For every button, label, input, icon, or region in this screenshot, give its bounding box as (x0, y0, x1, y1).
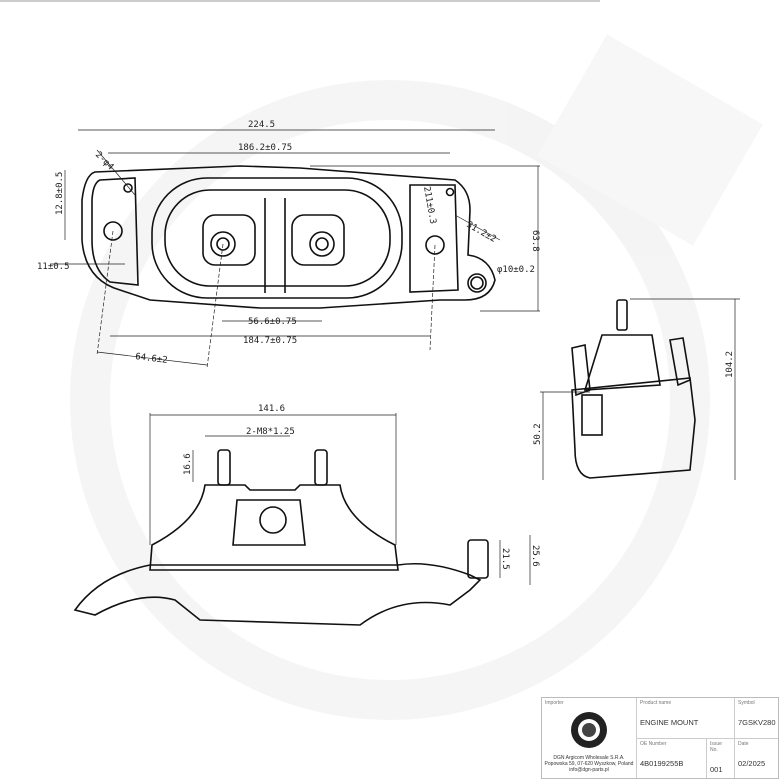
dim-overall-length: 224.5 (248, 120, 275, 130)
dim-body-width: 141.6 (258, 404, 285, 414)
company-logo (571, 712, 607, 748)
issue-value: 001 (710, 765, 723, 774)
importer-address-line: DGN Argicom Wholesale S.R.A. (553, 755, 625, 761)
side-view: 104.2 50.2 (533, 298, 740, 480)
dim-right-hole-offset: 211±0.3 (421, 186, 437, 225)
dim-pin-thread-len: 21.5 (500, 548, 510, 570)
dim-outer-hole-spacing: 184.7±0.75 (243, 336, 297, 346)
watermark-logo (70, 34, 763, 720)
dim-stud-height: 16.6 (183, 453, 193, 475)
dim-small-holes: 2-φ4 (93, 150, 115, 172)
dim-diagonal: 64.6±2 (135, 352, 168, 366)
front-view: 141.6 2-M8*1.25 16.6 21.5 25.6 (73, 404, 540, 626)
dim-stud-spacing: 56.6±0.75 (248, 317, 297, 327)
dim-pin-diameter: φ10±0.2 (497, 265, 535, 275)
dim-side-height: 50.2 (533, 423, 543, 445)
symbol-label: Symbol (738, 700, 755, 706)
title-block: Importer DGN Argicom Wholesale S.R.A. Po… (541, 697, 779, 779)
oe-label: OE Number (640, 741, 667, 747)
product-label: Product name (640, 700, 672, 706)
dim-total-height: 104.2 (725, 351, 735, 378)
date-value: 02/2025 (738, 759, 766, 768)
dim-pin-length: 25.6 (530, 545, 540, 567)
dim-overall-width: 63.8 (530, 230, 540, 252)
oe-number: 4B0199255B (640, 759, 684, 768)
dim-left-hole-horizontal: 11±0.5 (37, 262, 70, 272)
symbol-value: 7GSKV280 (738, 718, 776, 727)
date-label: Date (738, 741, 749, 747)
importer-address-line: Popowska 59, 07-620 Wyszkow, Poland (544, 761, 634, 767)
dim-left-hole-vertical: 12.8±0.5 (55, 172, 65, 215)
importer-address-line: info@dgn-parts.pl (569, 767, 609, 773)
dim-hole-spacing-top: 186.2±0.75 (238, 143, 292, 153)
issue-label: Issue No. (710, 741, 722, 753)
dim-thread: 2-M8*1.25 (246, 427, 295, 437)
product-name: ENGINE MOUNT (640, 718, 699, 727)
importer-label: Importer (545, 700, 564, 706)
